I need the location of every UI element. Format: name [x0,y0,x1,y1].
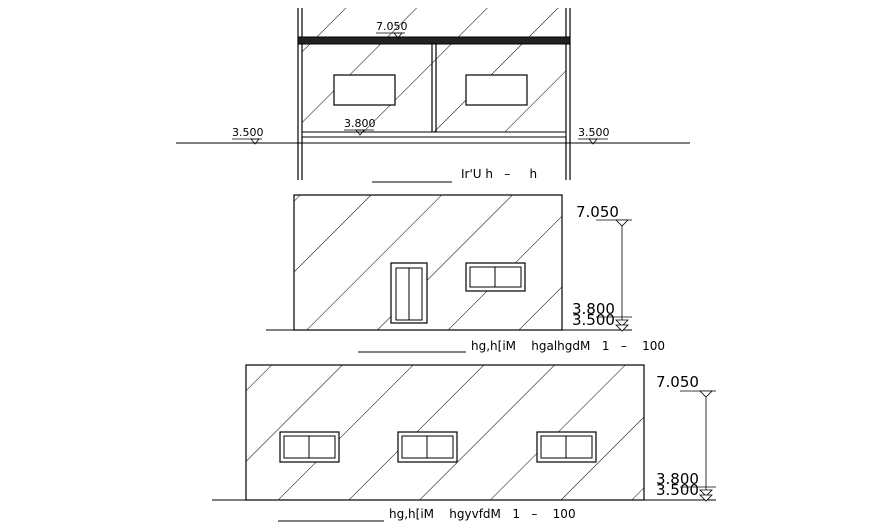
section-window-right [465,74,528,106]
section-ground-right-level: 3.500 [578,126,610,139]
section-floor [301,131,567,138]
elevation-1-view: 7.050 3.800 3.500 hg,h[iM hgalhgdM 1 – 1… [266,194,665,353]
elevation-1-title: hg,h[iM hgalhgdM 1 – 100 [471,339,665,353]
elevation-2-view: 7.050 3.800 3.500 hg,h[iM hgyvfdM 1 – 10… [212,364,716,522]
elevation-2-ground-level: 3.500 [656,481,699,499]
elevation-2-top-level: 7.050 [656,373,699,391]
elevation-1-ground-level: 3.500 [572,311,615,329]
section-title: Ir'U h – h [461,167,537,181]
section-view: 7.050 3.800 3.500 3.500 Ir'U h – h [176,8,690,183]
elevation-2-floor-level: 3.800 [656,470,699,488]
section-wall-hatch [302,8,566,135]
elevation-1-floor-level: 3.800 [572,300,615,318]
section-ground-left-level: 3.500 [232,126,264,139]
elevation-2-title: hg,h[iM hgyvfdM 1 – 100 [389,507,576,521]
section-floor-level: 3.800 [344,117,376,130]
section-window-left [333,74,396,106]
section-slab [297,36,571,45]
elevation-1-top-level: 7.050 [576,203,619,221]
section-top-level: 7.050 [376,20,408,33]
